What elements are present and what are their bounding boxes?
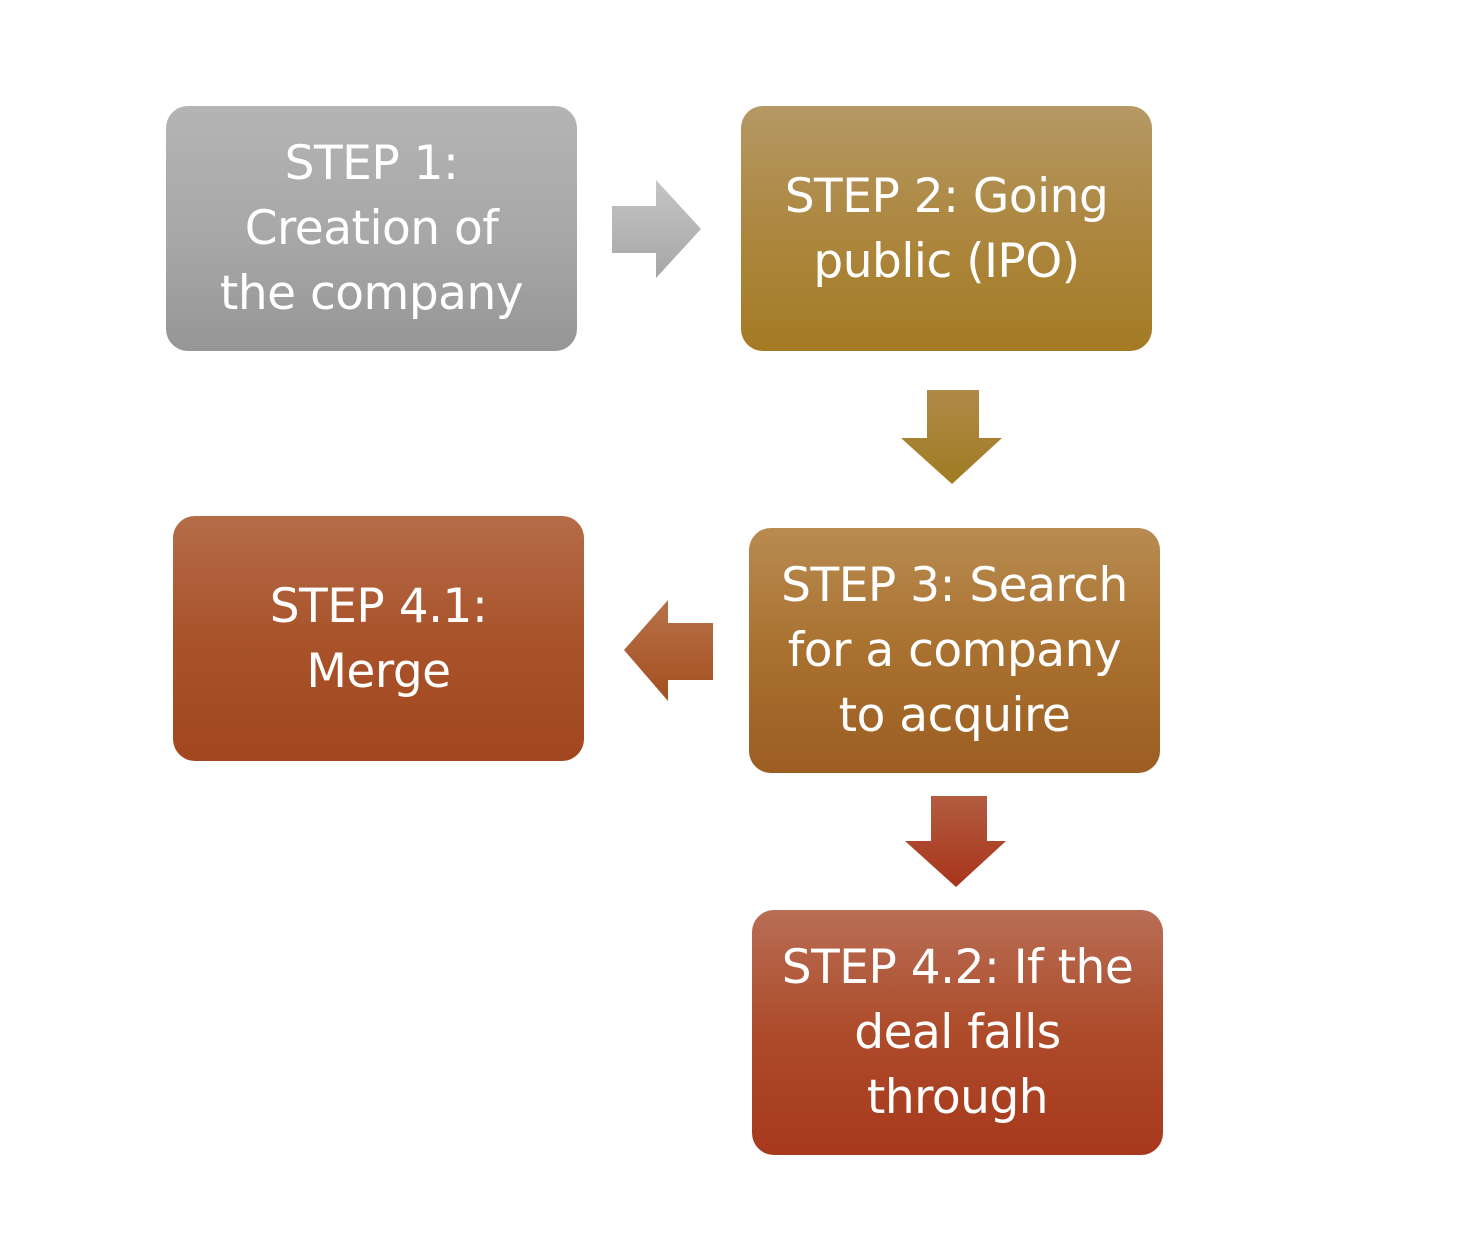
step-2-line-1: STEP 2: Going xyxy=(784,168,1109,224)
arrow-down-step2-to-step3 xyxy=(901,390,1002,484)
arrow-left-step3-to-step4-1 xyxy=(624,600,713,701)
step-3-line-1: STEP 3: Search xyxy=(781,558,1128,613)
step-4-2-box: STEP 4.2: If the deal falls through xyxy=(752,910,1163,1155)
step-4-2-line-1: STEP 4.2: If the xyxy=(781,940,1134,995)
step-4-2-line-2: deal falls xyxy=(854,1005,1061,1060)
arrow-right-step1-to-step2 xyxy=(612,180,701,278)
step-4-1-box: STEP 4.1: Merge xyxy=(173,516,584,761)
step-4-2-line-3: through xyxy=(866,1070,1049,1125)
step-1-line-3: the company xyxy=(219,266,524,321)
step-4-1-line-2: Merge xyxy=(306,643,451,699)
step-2-label: STEP 2: Going public (IPO) xyxy=(785,164,1109,294)
step-2-line-2: public (IPO) xyxy=(813,233,1080,289)
step-3-line-3: to acquire xyxy=(838,688,1071,743)
step-3-box: STEP 3: Search for a company to acquire xyxy=(749,528,1160,773)
step-1-line-2: Creation of xyxy=(244,201,499,256)
step-1-box: STEP 1: Creation of the company xyxy=(166,106,577,351)
step-3-line-2: for a company xyxy=(787,623,1122,678)
step-3-label: STEP 3: Search for a company to acquire xyxy=(781,553,1128,748)
step-4-1-label: STEP 4.1: Merge xyxy=(270,574,488,704)
step-1-label: STEP 1: Creation of the company xyxy=(219,131,524,326)
step-2-box: STEP 2: Going public (IPO) xyxy=(741,106,1152,351)
step-4-1-line-1: STEP 4.1: xyxy=(269,578,488,634)
arrow-down-step3-to-step4-2 xyxy=(905,796,1006,887)
step-1-line-1: STEP 1: xyxy=(284,136,459,191)
step-4-2-label: STEP 4.2: If the deal falls through xyxy=(782,935,1134,1130)
